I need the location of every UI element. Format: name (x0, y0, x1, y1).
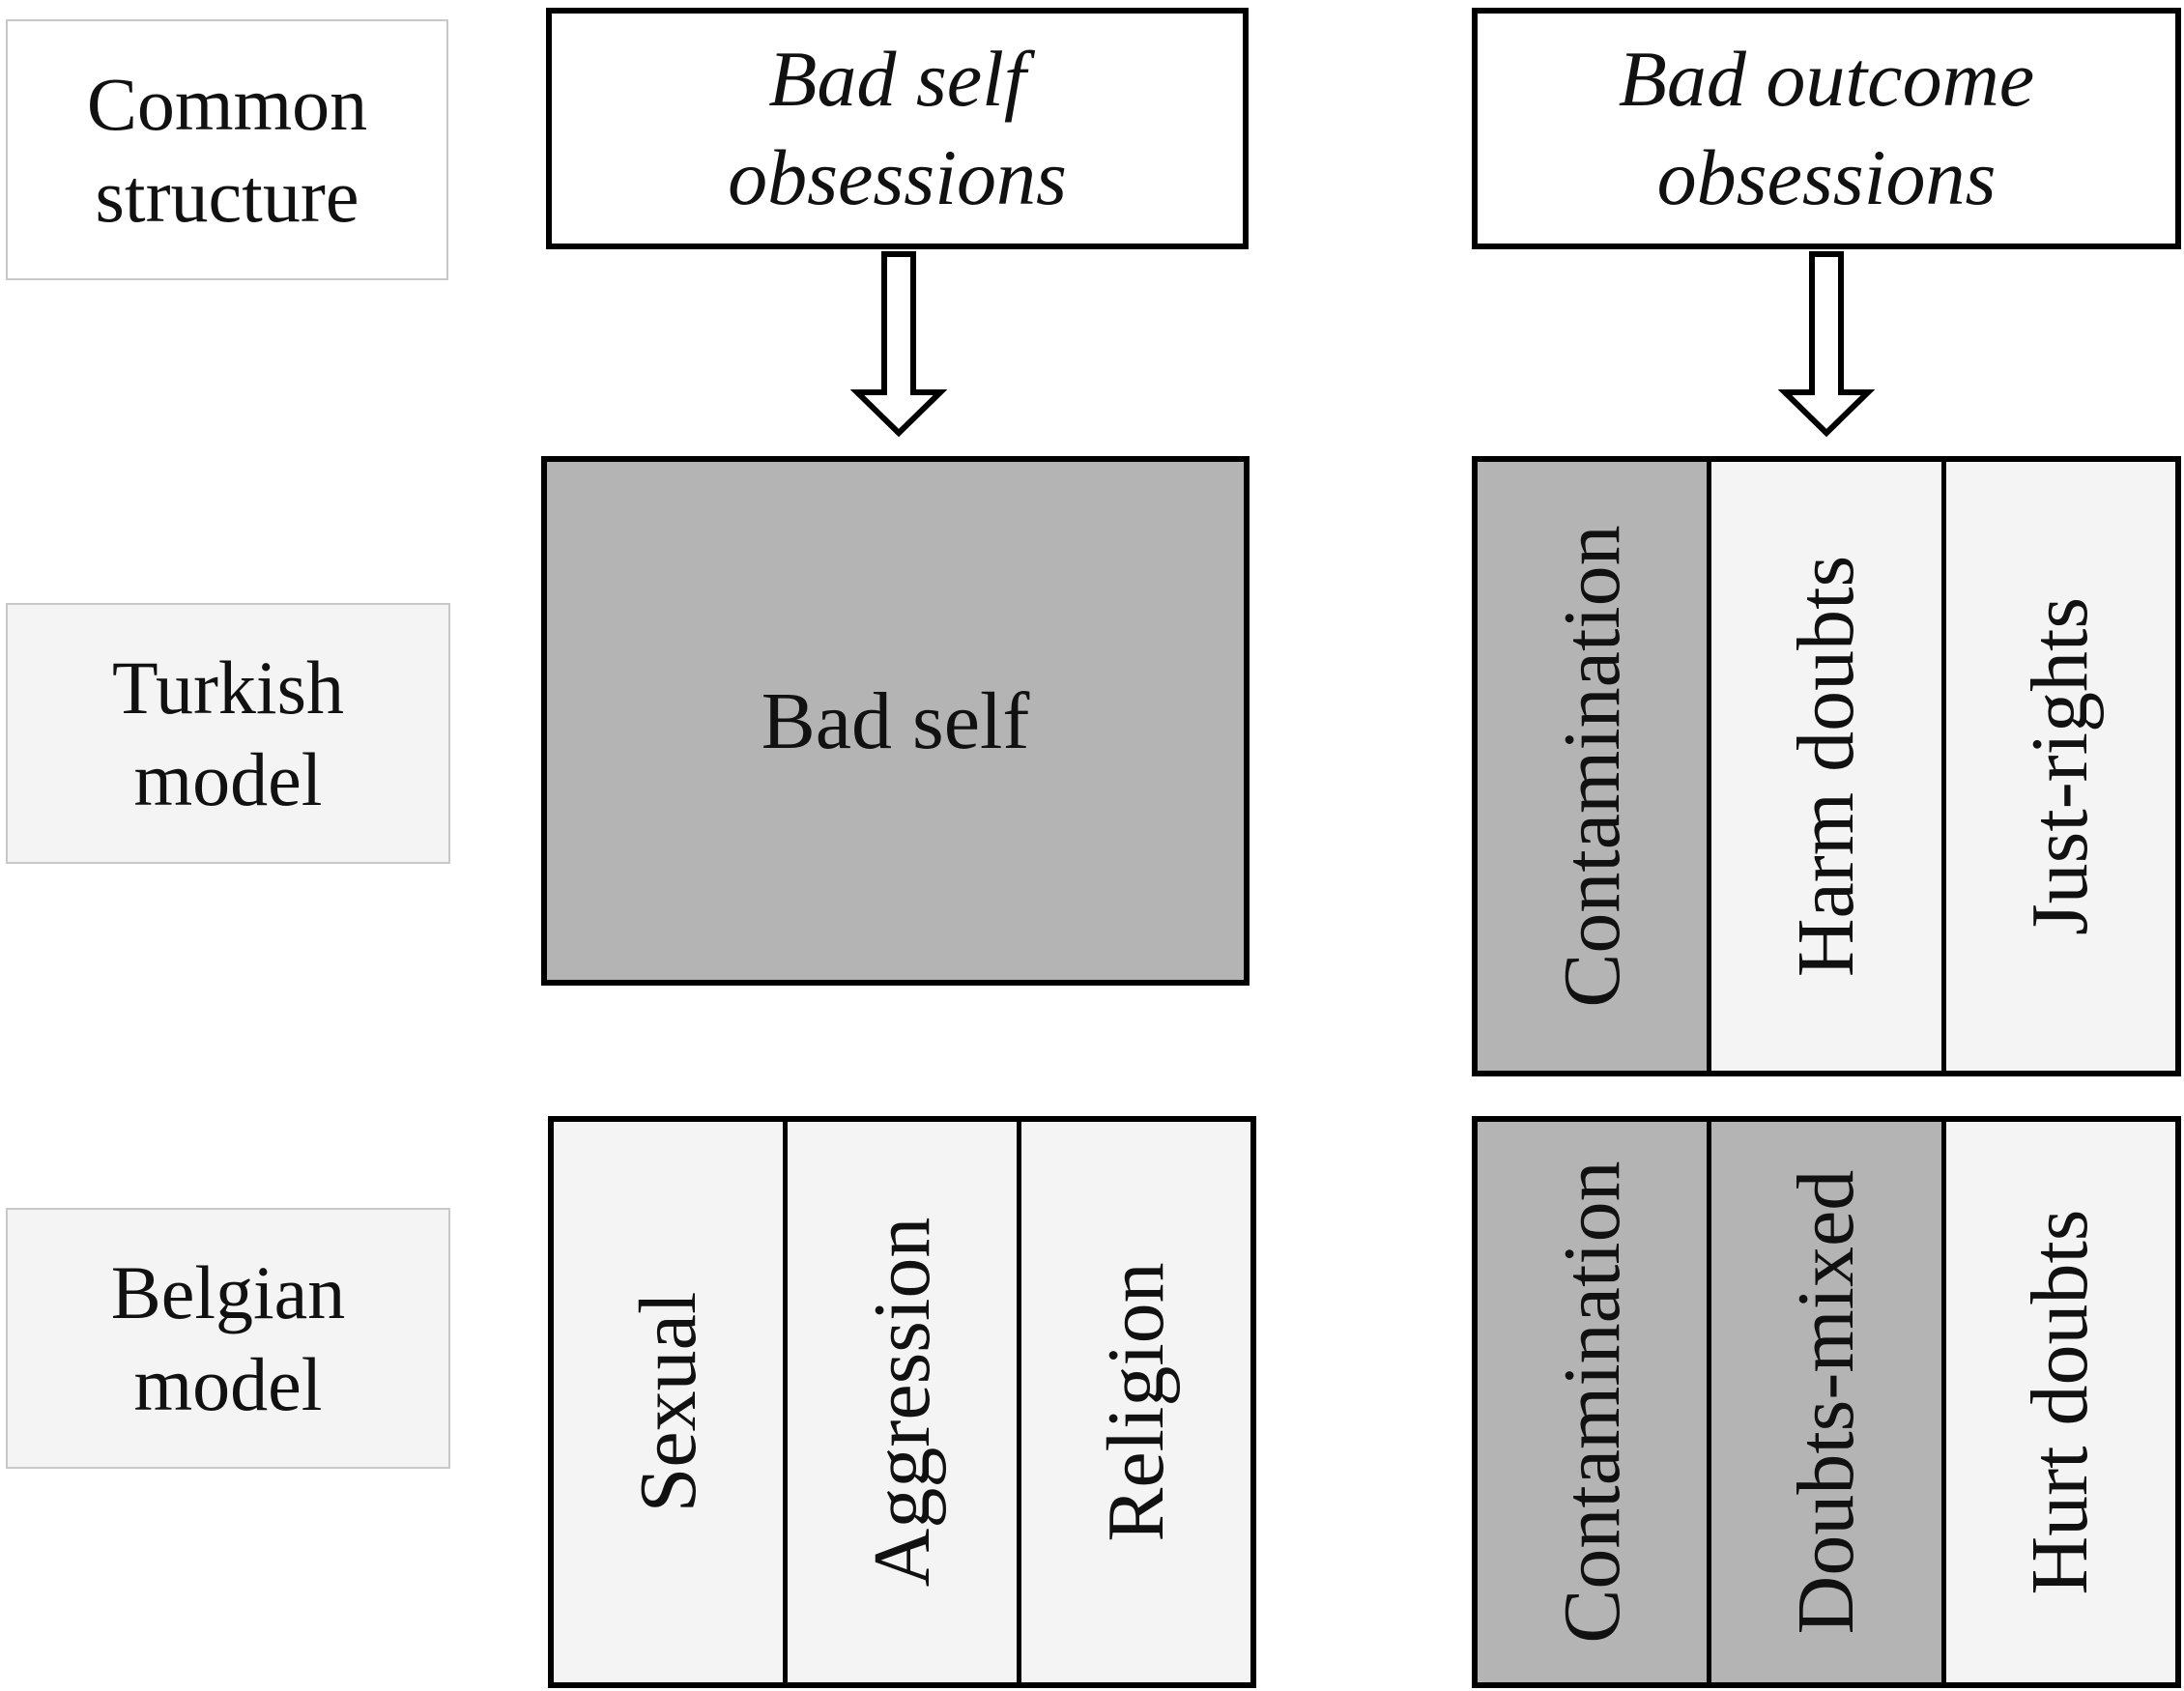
cell-label: Hurt doubts (2015, 1209, 2106, 1595)
row-label-turkish-model: Turkish model (6, 603, 450, 864)
belgian-cell-doubts-mixed: Doubts-mixed (1707, 1122, 1941, 1682)
cell-label: Doubts-mixed (1780, 1169, 1871, 1635)
row-label-line: model (133, 737, 323, 821)
header-bad-outcome-obsessions: Bad outcome obsessions (1472, 8, 2181, 249)
header-line: obsessions (728, 133, 1067, 221)
cell-label: Aggression (856, 1217, 947, 1588)
belgian-cell-hurt-doubts: Hurt doubts (1940, 1122, 2175, 1682)
header-line: obsessions (1656, 133, 1997, 221)
cell-label: Harm doubts (1780, 555, 1871, 978)
row-label-common-structure: Common structure (6, 19, 448, 280)
row-label-line: Belgian (110, 1249, 346, 1334)
belgian-cell-religion: Religion (1017, 1122, 1250, 1682)
row-label-line: Common (86, 61, 368, 146)
header-line: Bad self (768, 34, 1026, 123)
row-label-belgian-model: Belgian model (6, 1208, 450, 1469)
cell-label: Sexual (622, 1291, 713, 1513)
belgian-outcome-group: Contamination Doubts-mixed Hurt doubts (1472, 1116, 2181, 1688)
turkish-bad-self-box: Bad self (541, 456, 1250, 986)
row-label-line: model (133, 1342, 323, 1426)
turkish-cell-just-rights: Just-rights (1940, 462, 2175, 1071)
cell-label: Contamination (1546, 525, 1637, 1008)
cell-label: Contamination (1546, 1161, 1637, 1644)
belgian-cell-sexual: Sexual (554, 1122, 783, 1682)
header-line: Bad outcome (1618, 34, 2035, 123)
cell-label: Religion (1090, 1262, 1181, 1542)
down-arrow-icon (1778, 251, 1875, 438)
row-label-line: structure (95, 154, 359, 238)
turkish-cell-harm-doubts: Harm doubts (1707, 462, 1941, 1071)
belgian-cell-aggression: Aggression (783, 1122, 1017, 1682)
turkish-cell-contamination: Contamination (1478, 462, 1708, 1071)
turkish-outcome-group: Contamination Harm doubts Just-rights (1472, 456, 2181, 1076)
down-arrow-icon (850, 251, 947, 438)
row-label-line: Turkish (112, 645, 344, 730)
header-bad-self-obsessions: Bad self obsessions (546, 8, 1249, 249)
belgian-cell-contamination: Contamination (1478, 1122, 1708, 1682)
cell-label: Just-rights (2015, 596, 2106, 936)
bad-self-label: Bad self (761, 675, 1030, 766)
belgian-self-group: Sexual Aggression Religion (548, 1116, 1256, 1688)
